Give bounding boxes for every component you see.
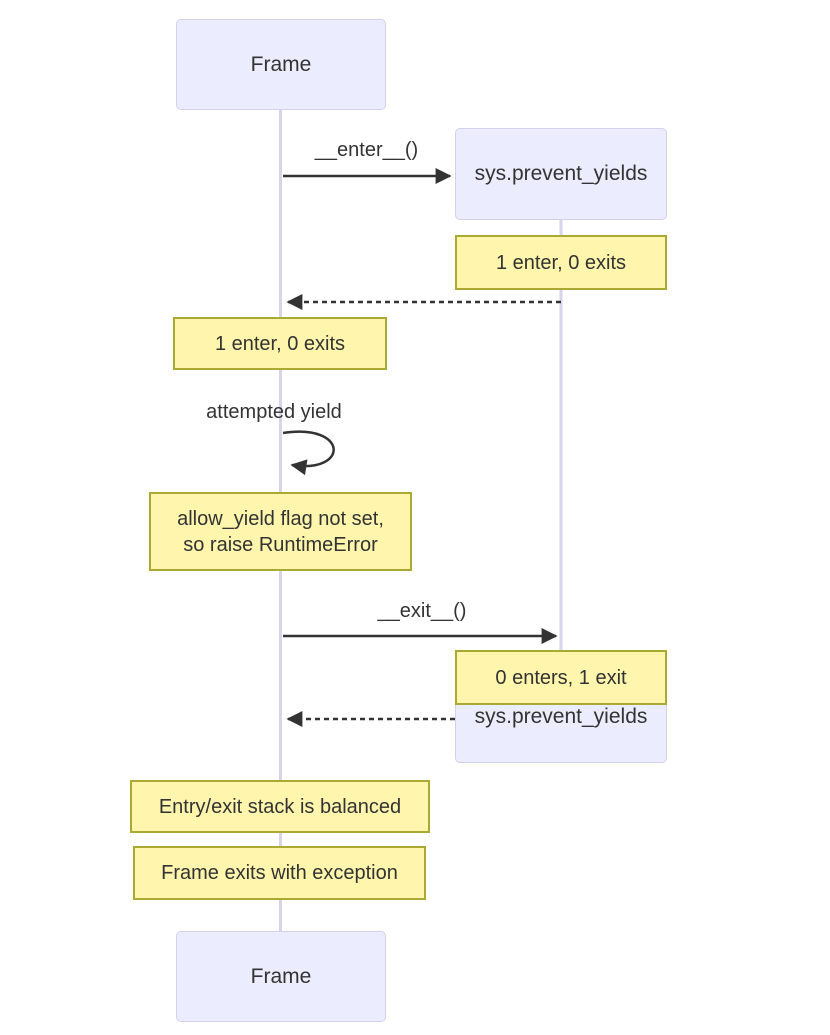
actor-frame-bottom: Frame: [176, 931, 386, 1022]
note-sys-enter-count: 1 enter, 0 exits: [455, 235, 667, 290]
note-sys-exit-count-text: 0 enters, 1 exit: [495, 666, 627, 689]
note-yield-error-line1: allow_yield flag not set,: [177, 507, 384, 530]
note-frame-exit: Frame exits with exception: [133, 846, 426, 900]
note-sys-enter-count-text: 1 enter, 0 exits: [495, 251, 627, 274]
exit-call-label: __exit__(): [377, 600, 467, 622]
actor-sys-bottom-label: sys.prevent_yields: [474, 705, 648, 728]
actor-frame-bottom-label: Frame: [250, 964, 312, 988]
actor-sys-top-label: sys.prevent_yields: [474, 162, 648, 185]
note-frame-enter-count-text: 1 enter, 0 exits: [214, 332, 346, 355]
note-frame-exit-text: Frame exits with exception: [161, 862, 398, 884]
note-sys-exit-count: 0 enters, 1 exit: [455, 650, 667, 705]
actor-frame-top-label: Frame: [250, 52, 312, 76]
attempted-yield-label: attempted yield: [206, 401, 342, 423]
note-stack-balanced: Entry/exit stack is balanced: [130, 780, 430, 833]
attempted-yield-self-loop-arrow: [282, 430, 335, 476]
actor-sys-prevent-yields-top: sys.prevent_yields: [455, 128, 667, 220]
note-yield-error-line2: so raise RuntimeError: [183, 533, 378, 556]
note-stack-balanced-text: Entry/exit stack is balanced: [158, 795, 402, 818]
note-yield-error: allow_yield flag not set, so raise Runti…: [149, 492, 412, 571]
actor-frame-top: Frame: [176, 19, 386, 110]
enter-call-label: __enter__(): [314, 139, 419, 161]
note-frame-enter-count: 1 enter, 0 exits: [173, 317, 387, 370]
